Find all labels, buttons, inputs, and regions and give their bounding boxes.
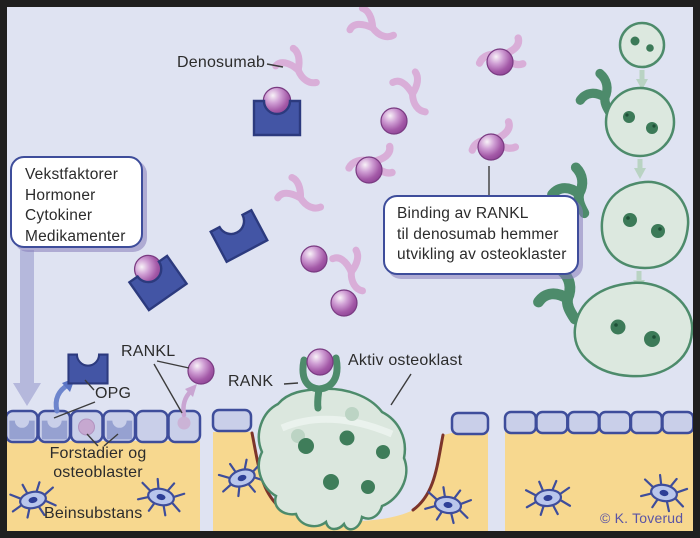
callout-line: Cytokiner bbox=[25, 207, 93, 224]
precursor-cell-3 bbox=[600, 180, 690, 270]
rank-receptor-icon bbox=[299, 354, 341, 412]
osteoblast-cells-middle bbox=[211, 408, 490, 436]
cell-contents bbox=[9, 416, 191, 440]
precursor-cell-4 bbox=[573, 281, 694, 378]
opg-pointer-line bbox=[53, 401, 96, 419]
active-osteoclast-label: Aktiv osteoklast bbox=[348, 352, 463, 369]
stimulus-down-arrow bbox=[13, 250, 41, 406]
osteoblast-cell-row-right bbox=[503, 410, 695, 435]
osteoblast-cell bbox=[503, 410, 538, 435]
osteoblast-cell bbox=[598, 410, 632, 435]
opg-label: OPG bbox=[95, 385, 132, 402]
osteoclast-pointer-line bbox=[390, 373, 412, 406]
rank-pointer-line bbox=[283, 382, 299, 385]
osteoblast-cell bbox=[535, 410, 569, 435]
development-arrow bbox=[636, 70, 648, 90]
denosumab-pointer-line bbox=[266, 63, 284, 68]
rankl-sphere-icon bbox=[300, 245, 328, 273]
rank-label: RANK bbox=[228, 373, 274, 390]
osteoblast-cell bbox=[661, 410, 695, 435]
osteoblast-cell bbox=[450, 411, 490, 436]
precursors-label-line: Forstadier og bbox=[49, 445, 147, 462]
rankl-label: RANKL bbox=[121, 343, 176, 360]
stimuli-callout-box: Vekstfaktorer Hormoner Cytokiner Medikam… bbox=[10, 156, 143, 248]
precursors-osteoblasts-label: Forstadier og osteoblaster bbox=[32, 444, 164, 482]
resorption-pit-edge bbox=[411, 433, 445, 512]
bone-substance-label: Beinsubstans bbox=[44, 505, 143, 522]
rankl-pointer-line bbox=[153, 363, 183, 414]
rankl-in-cell-icon bbox=[177, 416, 191, 430]
rankl-sphere-icon bbox=[187, 357, 215, 385]
denosumab-label: Denosumab bbox=[177, 54, 266, 71]
precursors-label-line: osteoblaster bbox=[53, 464, 143, 481]
osteoblast-cell-row-left bbox=[4, 409, 202, 444]
precursor-cell-2 bbox=[604, 86, 676, 158]
osteoblast-cell bbox=[629, 410, 664, 435]
rankl-sphere-icon bbox=[306, 348, 334, 376]
callout-line: utvikling av osteoklaster bbox=[397, 246, 567, 263]
rankl-pointer-line bbox=[156, 360, 190, 369]
opg-pointer-line bbox=[84, 379, 95, 391]
pointer-lines bbox=[53, 63, 490, 447]
osteoblast-cell bbox=[211, 408, 253, 433]
binding-explanation-callout-box: Binding av RANKL til denosumab hemmer ut… bbox=[383, 195, 579, 275]
rankl-in-cell-icon bbox=[78, 418, 95, 436]
credit-label: © K. Toverud bbox=[600, 510, 684, 526]
callout-line: til denosumab hemmer bbox=[397, 225, 559, 243]
precursor-cell-1 bbox=[618, 21, 666, 69]
rankl-sphere-icon bbox=[330, 289, 358, 317]
osteoblast-cell bbox=[134, 409, 169, 444]
development-arrow bbox=[634, 159, 646, 179]
osteoclast-development-sequence bbox=[531, 21, 694, 378]
callout-line: Vekstfaktorer bbox=[25, 166, 119, 183]
osteoblast-cell bbox=[566, 410, 601, 435]
callout-line: Hormoner bbox=[25, 186, 96, 204]
forstadier-pointer-line bbox=[86, 433, 99, 447]
rankl-secretion-arrow bbox=[181, 384, 197, 418]
forstadier-pointer-line bbox=[103, 433, 119, 447]
active-osteoclast-cell bbox=[257, 348, 408, 531]
bone-right bbox=[505, 431, 695, 534]
rankl-sphere-icon bbox=[380, 107, 408, 135]
callout-line: Binding av RANKL bbox=[397, 205, 529, 222]
callout-line: Medikamenter bbox=[25, 227, 126, 245]
